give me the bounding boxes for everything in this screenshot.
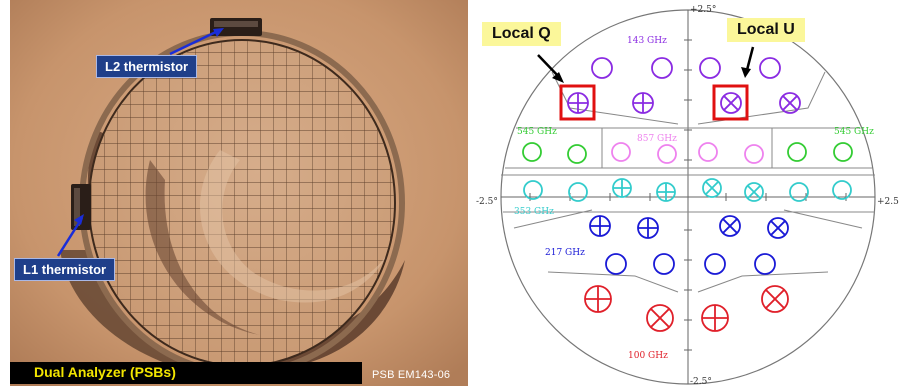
feedhorn-545-3 [787, 142, 807, 162]
feedhorn-353-6 [744, 182, 764, 202]
local-q-label: Local Q [482, 22, 561, 46]
feedhorn-353-8 [832, 180, 852, 200]
zone-boundaries [501, 71, 875, 293]
feedhorn-217-5 [605, 253, 627, 275]
local-q-arrow [537, 54, 561, 79]
feedhorn-100-4 [761, 285, 789, 313]
feedhorn-857-1 [611, 142, 631, 162]
axis-label-left: -2.5° [476, 197, 498, 207]
feedhorn-545-1 [522, 142, 542, 162]
local-u-highlight [712, 84, 749, 121]
focal-plane-diagram: 143 GHz 545 GHz 545 GHz 857 GHz 353 GHz … [470, 0, 901, 387]
feedhorn-100-2 [646, 304, 674, 332]
axis-label-top: +2.5° [690, 5, 716, 15]
feedhorn-857-2 [657, 144, 677, 164]
band-label-545-left: 545 GHz [517, 127, 557, 137]
l2-thermistor-label: L2 thermistor [96, 55, 198, 78]
feedhorn-143-local-u [720, 92, 742, 114]
feedhorn-143-3 [699, 57, 721, 79]
axis-ticks [529, 39, 847, 351]
feedhorn-857-3 [698, 142, 718, 162]
feedhorn-353-4 [656, 182, 676, 202]
feedhorn-217-4 [767, 217, 789, 239]
caption-bar [10, 362, 362, 384]
feedhorn-353-2 [568, 182, 588, 202]
feedhorn-353-7 [789, 182, 809, 202]
band-label-353: 353 GHz [514, 207, 554, 217]
feedhorn-217-6 [653, 253, 675, 275]
focal-plane-svg: 143 GHz 545 GHz 545 GHz 857 GHz 353 GHz … [476, 5, 899, 387]
feedhorn-143-1 [591, 57, 613, 79]
feedhorn-545-4 [833, 142, 853, 162]
feedhorns [522, 57, 853, 332]
band-label-143: 143 GHz [627, 36, 667, 46]
feedhorn-143-local-q [567, 92, 589, 114]
feedhorn-217-1 [589, 215, 611, 237]
local-u-label: Local U [727, 18, 805, 42]
feedhorn-217-8 [754, 253, 776, 275]
band-label-217: 217 GHz [545, 248, 585, 258]
feedhorn-545-2 [567, 144, 587, 164]
feedhorn-143-4 [759, 57, 781, 79]
l1-thermistor-label: L1 thermistor [14, 258, 116, 281]
feedhorn-217-2 [637, 217, 659, 239]
feedhorn-857-4 [744, 144, 764, 164]
photo-corner-label: PSB EM143-06 [372, 369, 451, 381]
feedhorn-353-5 [702, 178, 722, 198]
band-label-857: 857 GHz [637, 134, 677, 144]
band-label-100: 100 GHz [628, 351, 668, 361]
feedhorn-353-3 [612, 178, 632, 198]
photo-image [10, 0, 468, 386]
axis-label-bottom: -2.5° [690, 377, 712, 386]
feedhorn-217-7 [704, 253, 726, 275]
local-q-highlight [559, 84, 596, 121]
analyzer-photo: L2 thermistor L1 thermistor Dual Analyze… [10, 0, 468, 386]
feedhorn-353-1 [523, 180, 543, 200]
feedhorn-217-3 [719, 215, 741, 237]
photo-caption: Dual Analyzer (PSBs) [34, 364, 176, 380]
feedhorn-143-6 [779, 92, 801, 114]
band-label-545-right: 545 GHz [834, 127, 874, 137]
feedhorn-100-1 [584, 285, 612, 313]
feedhorn-100-3 [701, 304, 729, 332]
feedhorn-143-5 [632, 92, 654, 114]
axis-label-right: +2.5 [877, 197, 899, 207]
feedhorn-143-2 [651, 57, 673, 79]
local-u-arrow [745, 46, 755, 71]
